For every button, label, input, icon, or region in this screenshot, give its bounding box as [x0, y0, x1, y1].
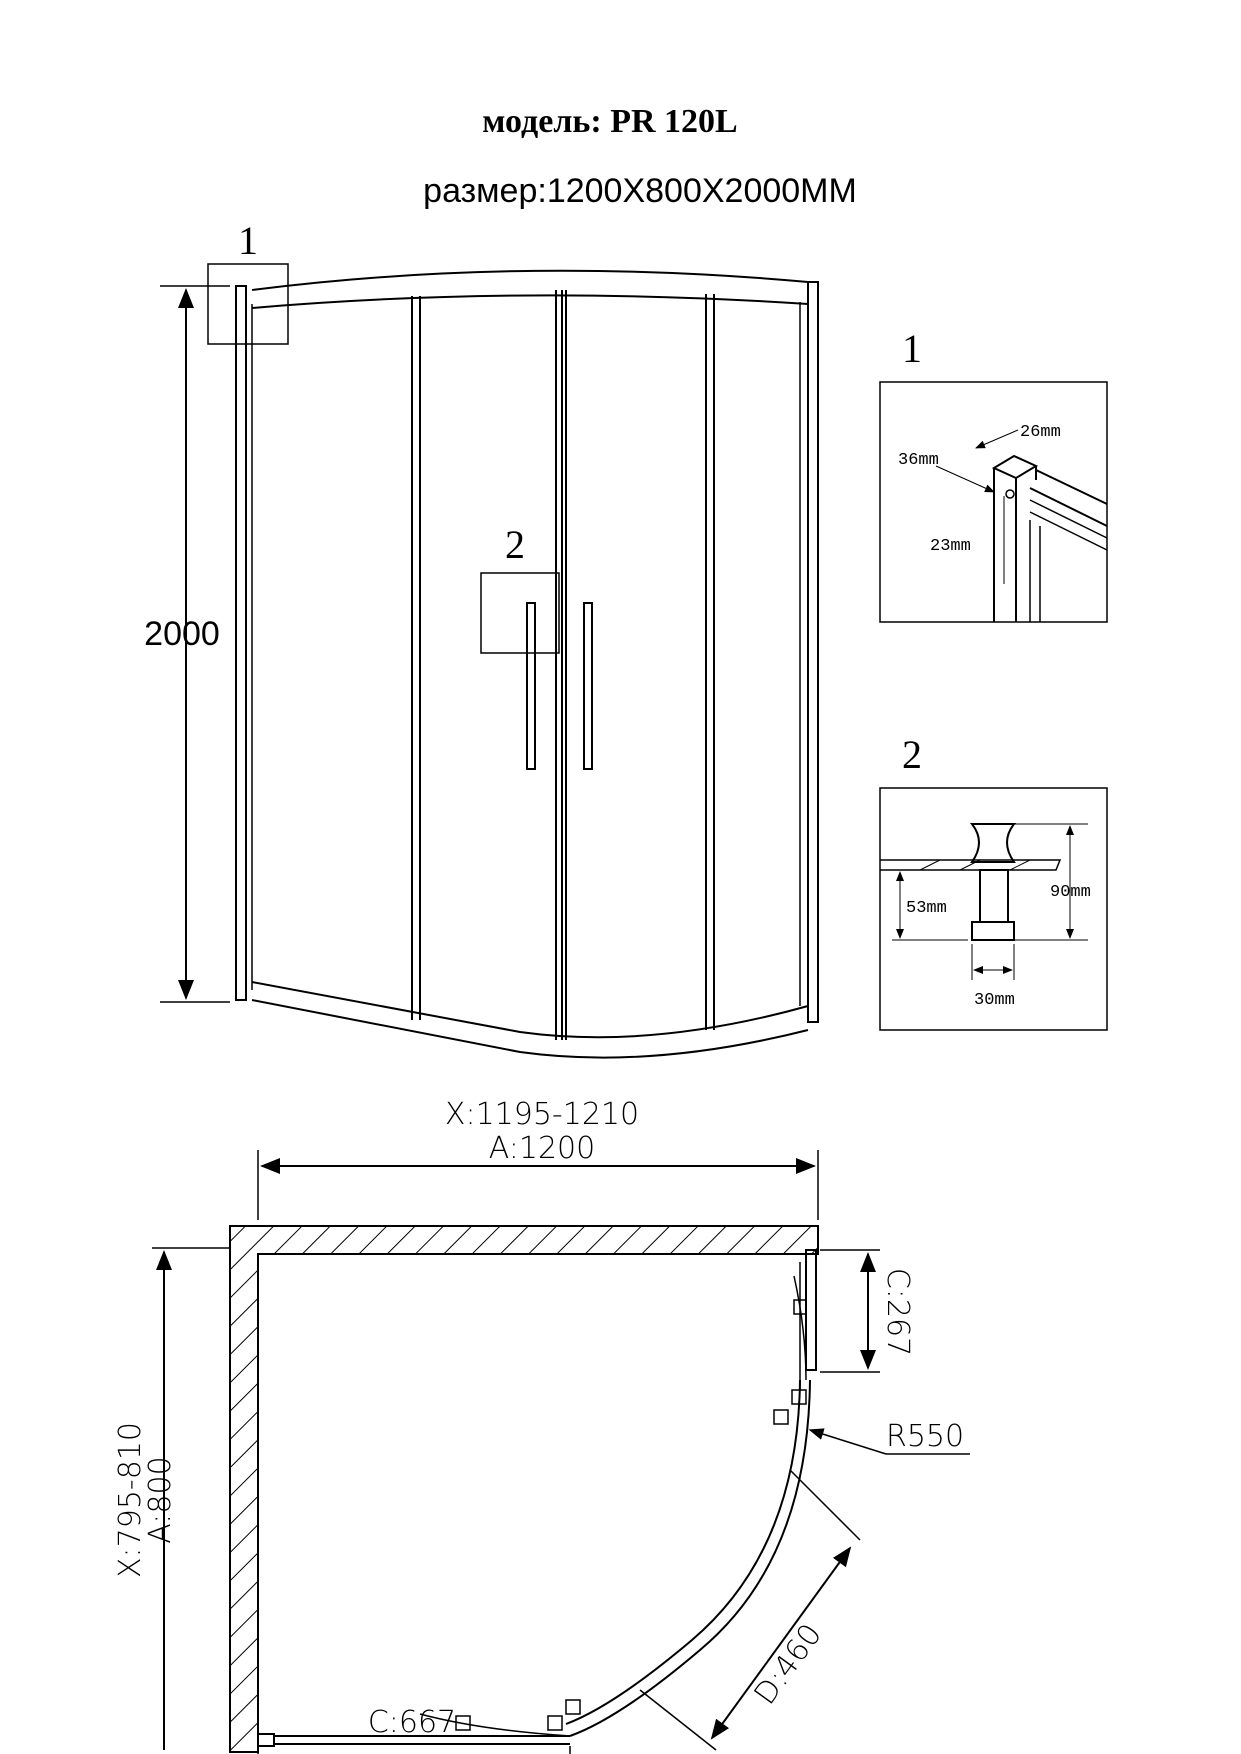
detail-1-dim-23: 23mm [930, 537, 971, 556]
callout-number-1: 1 [238, 218, 258, 263]
detail-2-dim-90: 90mm [1050, 883, 1091, 902]
door-handle-left [526, 602, 536, 770]
plan-view: X:1195-1210 A:1200 X:795-810 A:800 C:267 [113, 1097, 970, 1754]
plan-width-range: X:1195-1210 [445, 1097, 639, 1132]
plan-width: A:1200 [489, 1131, 595, 1166]
plan-door-width: C:667 [368, 1705, 456, 1740]
wall-hatch [229, 1225, 819, 1753]
size-subtitle: размер:1200X800X2000MM [423, 172, 857, 210]
height-label: 2000 [144, 615, 220, 653]
detail-1-dim-36: 36mm [898, 451, 939, 470]
plan-radius: R550 [886, 1419, 964, 1454]
diagonal-dimension-line [710, 1546, 852, 1740]
detail-2-label: 2 [902, 732, 922, 777]
plan-depth-range: X:795-810 [113, 1422, 148, 1578]
detail-1-dim-26: 26mm [1020, 423, 1061, 442]
detail-1-label: 1 [902, 326, 922, 371]
plan-depth: A:800 [143, 1456, 178, 1543]
detail-2: 2 90mm 53mm 30mm [879, 732, 1108, 1031]
door-handle-right [583, 602, 593, 770]
detail-1: 1 26mm 36mm 23mm [879, 326, 1108, 623]
detail-2-dim-53: 53mm [906, 899, 947, 918]
callout-box-1 [207, 263, 289, 345]
callout-number-2: 2 [505, 522, 525, 567]
plan-side-opening: C:267 [880, 1268, 915, 1356]
model-title: модель: PR 120L [482, 103, 737, 140]
callout-box-2 [480, 572, 560, 654]
front-elevation: 2000 1 2 [144, 218, 819, 1059]
detail-2-dim-30: 30mm [974, 991, 1015, 1010]
